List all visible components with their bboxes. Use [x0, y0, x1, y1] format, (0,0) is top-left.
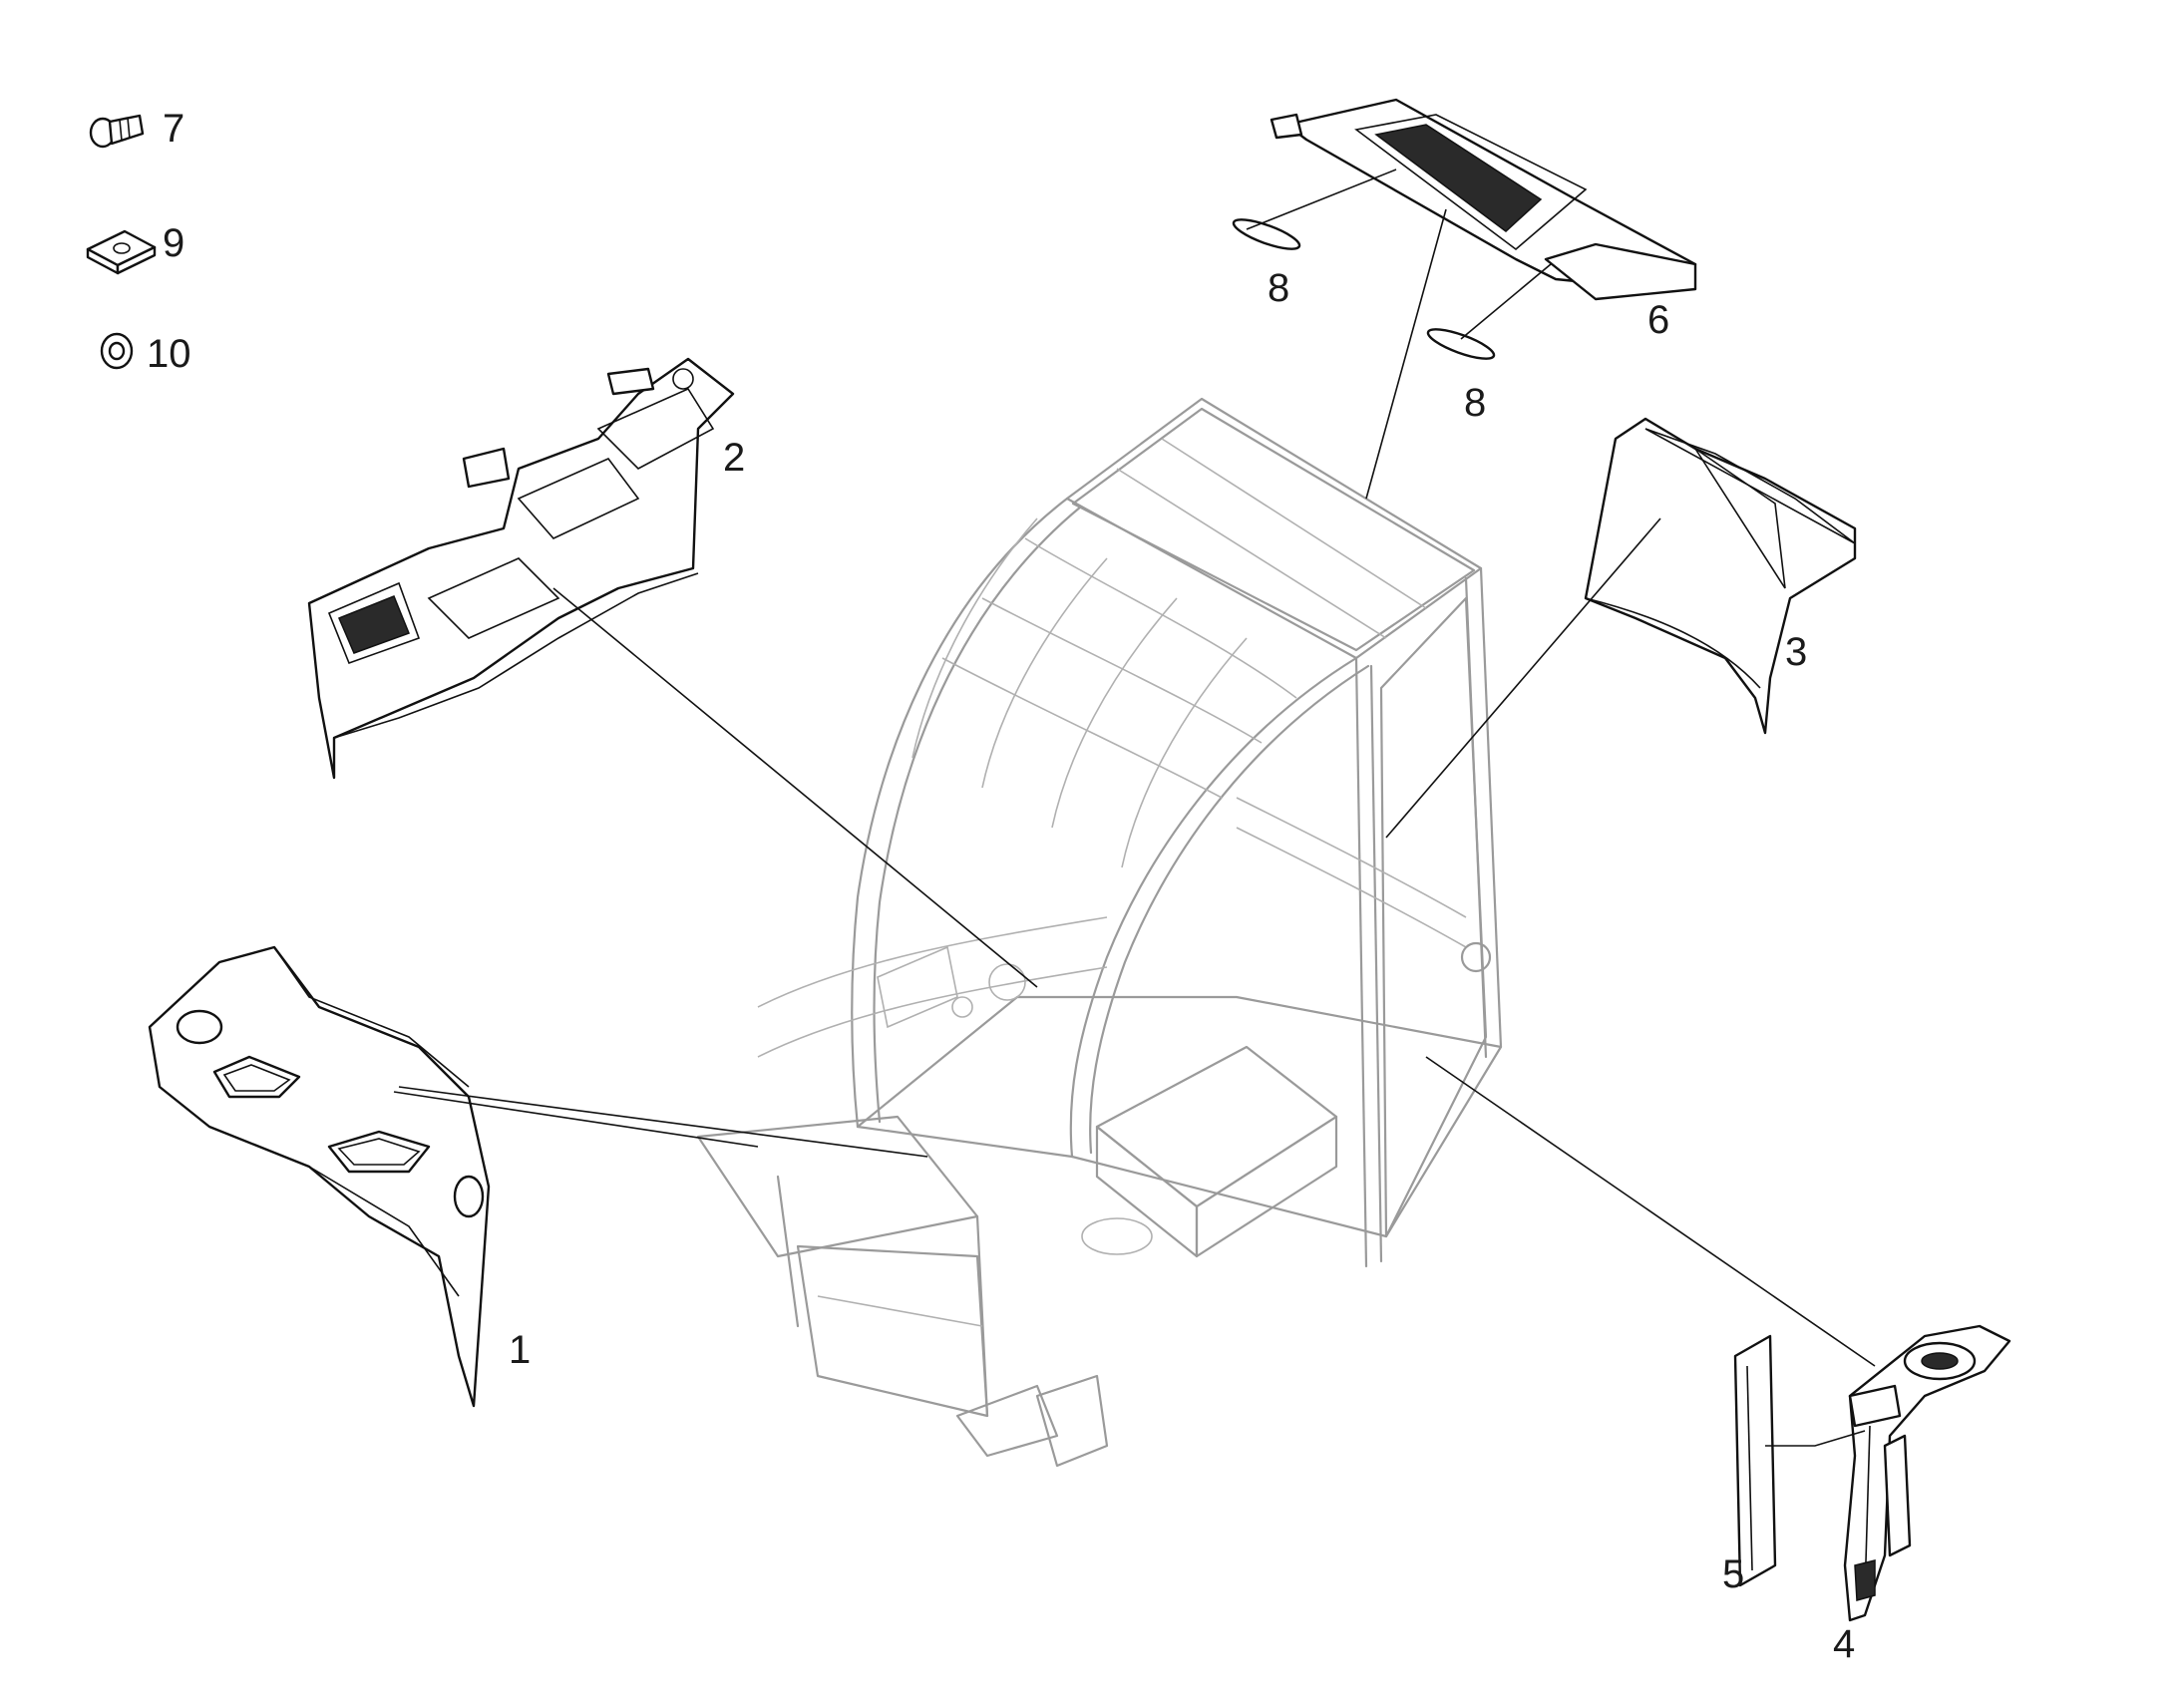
callout-7: 7: [163, 107, 184, 151]
callout-9: 9: [163, 221, 184, 265]
callout-5: 5: [1722, 1552, 1744, 1596]
callout-labels: 1 2 3 4 5 6 7 8 8 9 10: [147, 107, 1855, 1666]
part-rear-lower-trim: [1843, 1324, 2011, 1622]
leader-lines: [393, 169, 1876, 1447]
callout-1: 1: [509, 1328, 531, 1372]
hardware-clip-nut: [86, 229, 157, 275]
part-roof-trim: [1270, 98, 1697, 301]
callout-8b: 8: [1464, 381, 1486, 425]
washer-b: [1426, 328, 1496, 360]
cab-frame: [696, 397, 1503, 1468]
callout-8a: 8: [1268, 266, 1289, 310]
callout-3: 3: [1785, 630, 1807, 674]
callout-2: 2: [723, 436, 745, 480]
part-right-side-trim: [1584, 417, 1857, 735]
part-cover-plate: [1733, 1334, 1777, 1587]
callout-6: 6: [1647, 298, 1669, 342]
washer-a: [1232, 218, 1301, 250]
hardware-screw: [89, 114, 145, 149]
callout-10: 10: [147, 332, 191, 376]
hardware-washer: [100, 332, 134, 370]
part-left-lower-trim: [148, 945, 491, 1408]
part-left-upper-trim: [307, 357, 735, 780]
callout-4: 4: [1833, 1622, 1855, 1666]
